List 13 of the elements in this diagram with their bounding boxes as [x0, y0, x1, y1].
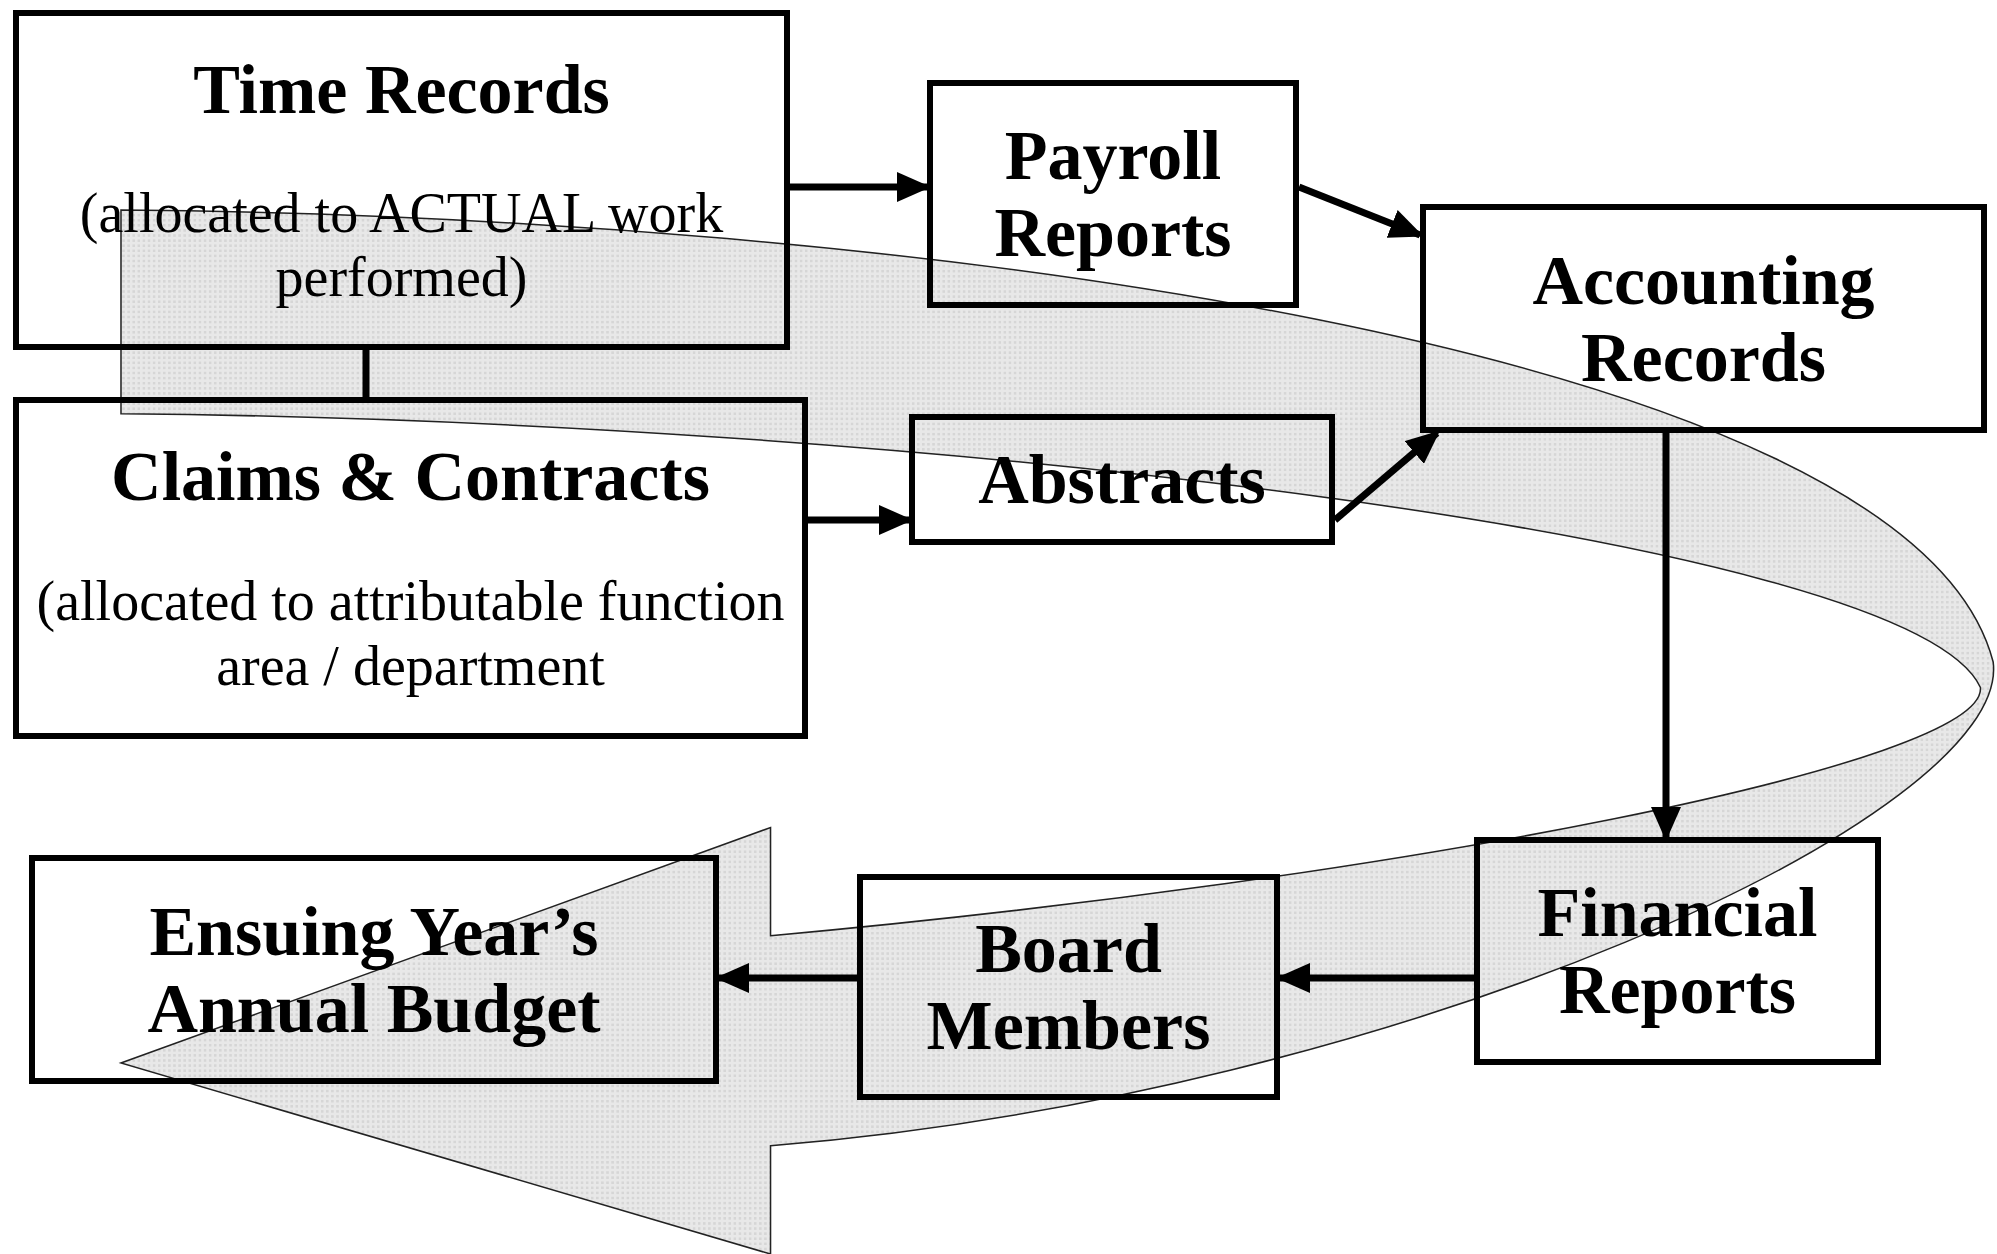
box-title: Claims & Contracts — [111, 438, 710, 516]
process-box — [13, 10, 790, 350]
process-box — [1420, 204, 1987, 433]
arrow — [1332, 430, 1441, 523]
box-title: Accounting Records — [1531, 241, 1876, 396]
box-description: (allocated to attributable function area / department — [35, 569, 786, 698]
process-box — [927, 80, 1299, 308]
box-title: Payroll Reports — [993, 117, 1233, 271]
box-title: Time Records — [193, 50, 610, 128]
process-box — [29, 855, 719, 1084]
process-box — [13, 397, 808, 739]
process-box — [857, 874, 1280, 1100]
box-title: Board Members — [925, 910, 1212, 1064]
